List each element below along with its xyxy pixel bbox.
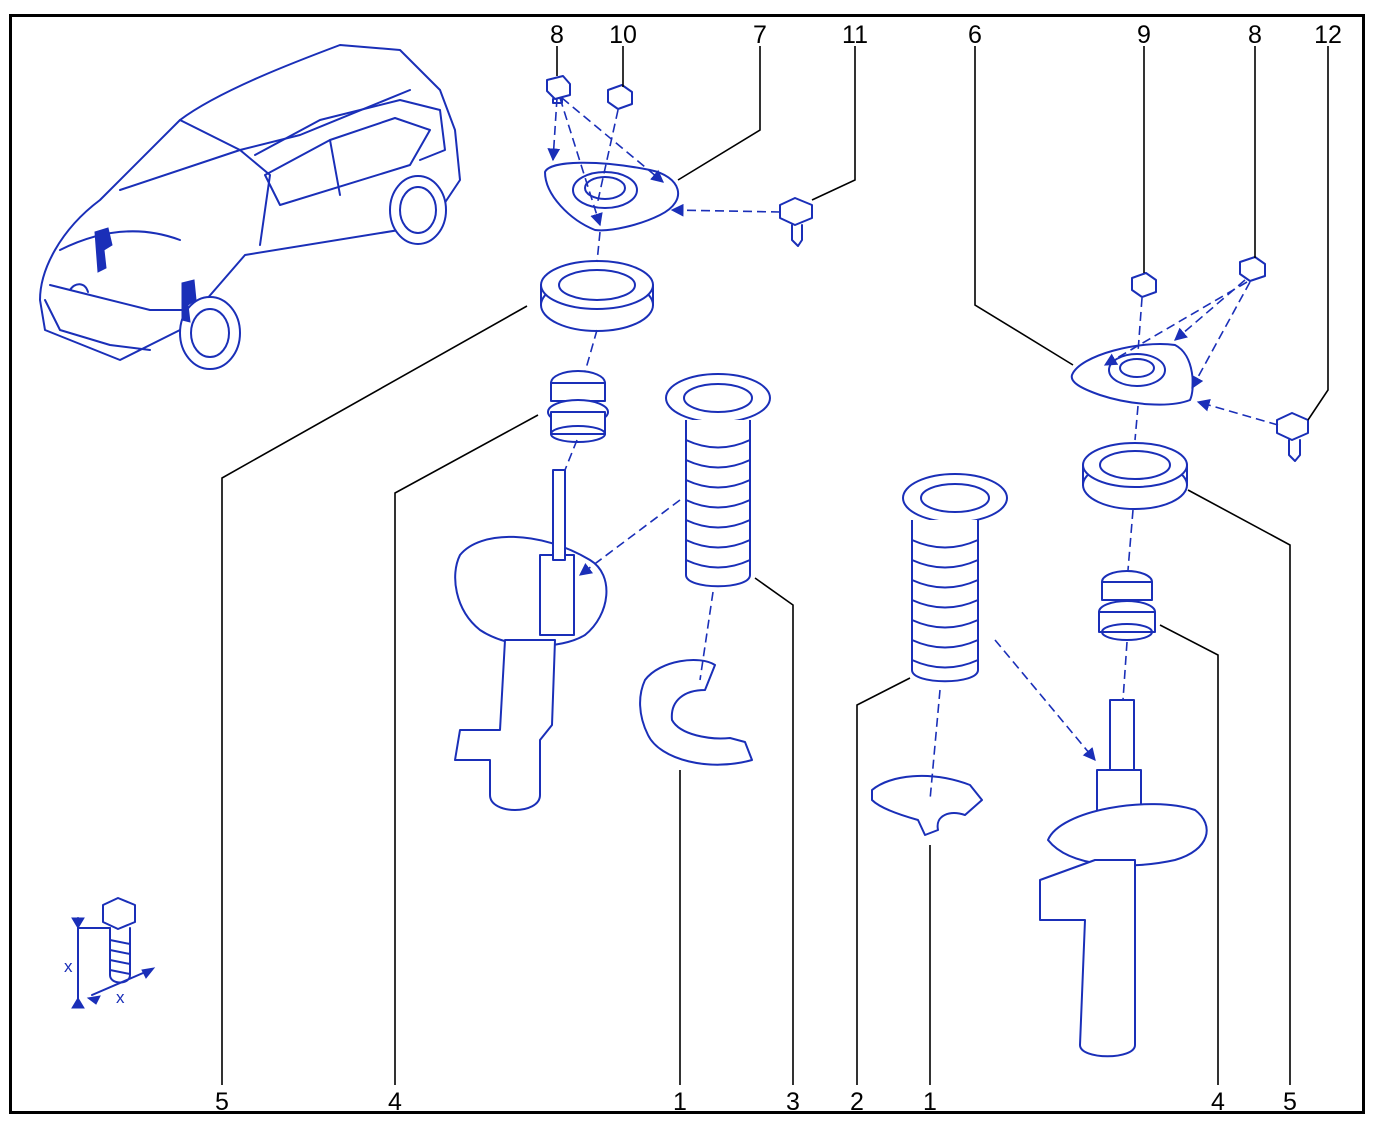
callout-bottom-1: 5: [215, 1088, 229, 1116]
left-bolt-11: [779, 197, 813, 247]
left-bearing-5: [540, 260, 654, 332]
callout-bottom-4: 3: [786, 1088, 800, 1116]
left-bump-stop-4: [547, 370, 609, 443]
callout-top-7: 8: [1248, 21, 1262, 49]
right-bump-stop-4: [1098, 570, 1156, 641]
bolt-dimension-detail: x x: [64, 897, 156, 1009]
right-top-mount-6: [1070, 343, 1194, 406]
left-top-mount-7: [544, 161, 680, 232]
callout-top-1: 8: [550, 21, 564, 49]
left-boot-3: [665, 373, 771, 588]
right-upper-nut-8: [1239, 256, 1266, 282]
assembly-lines: [547, 97, 1279, 801]
callout-top-5: 6: [968, 21, 982, 49]
callout-top-2: 10: [609, 21, 637, 49]
right-bolt-12: [1276, 412, 1309, 462]
callout-top-4: 11: [842, 21, 868, 49]
callout-top-6: 9: [1137, 21, 1151, 49]
left-spring-seat-1: [639, 659, 753, 766]
left-shock-absorber: [454, 469, 608, 811]
vehicle-illustration: [39, 44, 461, 370]
right-bearing-5: [1082, 442, 1188, 510]
left-upper-nut-8: [546, 75, 571, 104]
leader-lines: [221, 46, 1329, 1085]
callout-bottom-3: 1: [673, 1088, 687, 1116]
callout-bottom-7: 4: [1211, 1088, 1225, 1116]
callout-top-3: 7: [753, 21, 767, 49]
right-nut-9: [1131, 272, 1157, 298]
callouts-top: 8 10 7 11 6 9 8 12: [550, 21, 1342, 49]
callout-bottom-2: 4: [388, 1088, 402, 1116]
callouts-bottom: 5 4 1 3 2 1 4 5: [215, 1088, 1297, 1116]
callout-bottom-5: 2: [850, 1088, 864, 1116]
right-boot-2: [902, 473, 1008, 683]
left-nut-10: [607, 84, 633, 110]
dimension-label-horizontal: x: [116, 988, 125, 1007]
right-shock-absorber: [1039, 699, 1208, 1058]
callout-top-8: 12: [1314, 21, 1342, 49]
callout-bottom-6: 1: [923, 1088, 937, 1116]
dimension-label-vertical: x: [64, 957, 73, 976]
right-spring-seat-1: [871, 775, 983, 836]
callout-bottom-8: 5: [1283, 1088, 1297, 1116]
